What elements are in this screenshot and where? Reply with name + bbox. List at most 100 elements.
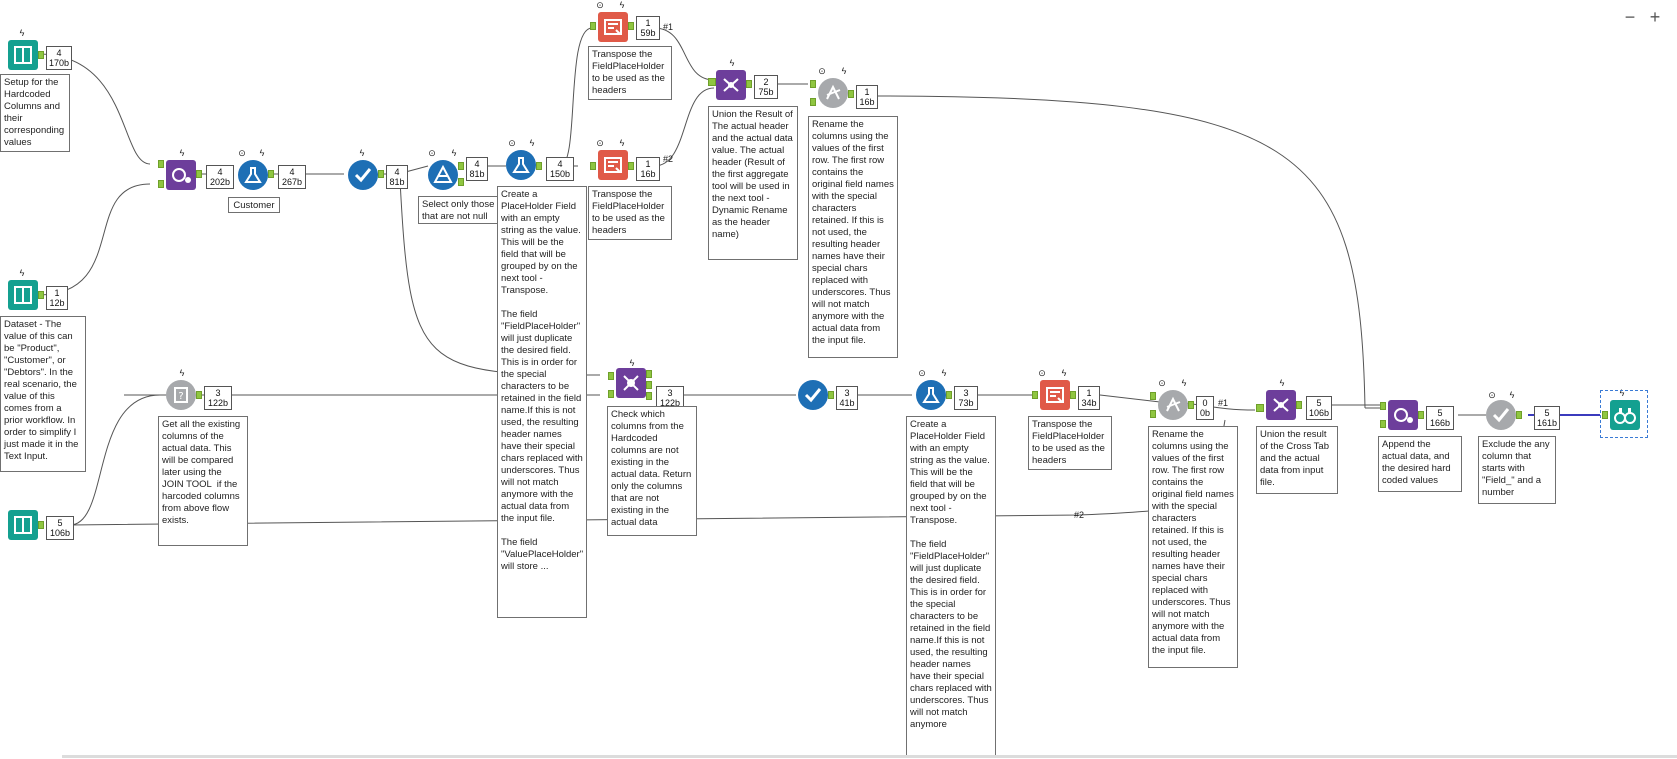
text-input-icon: [14, 286, 32, 304]
output-anchor[interactable]: [196, 170, 202, 178]
output-anchor[interactable]: [1516, 411, 1522, 419]
union-icon: [723, 78, 739, 92]
join-tool[interactable]: [616, 368, 646, 398]
annotation-rename-lower: Rename the columns using the values of t…: [1148, 426, 1238, 668]
annotation-customer: Customer: [228, 197, 280, 213]
input-anchor[interactable]: [1150, 410, 1156, 418]
dynamic-input-icon: [172, 168, 191, 183]
annotation-filter: Select only those that are not null: [418, 196, 500, 224]
bolt-icon: ⊙: [1038, 368, 1046, 378]
output-anchor[interactable]: [946, 391, 952, 399]
field-info-icon: ?: [174, 387, 188, 403]
join-icon: [623, 375, 639, 391]
true-anchor[interactable]: [458, 162, 464, 170]
text-input-tool-hardcoded[interactable]: [8, 40, 38, 70]
bolt-icon: ϟ: [529, 138, 535, 148]
horizontal-scrollbar[interactable]: [62, 755, 1677, 758]
right-output-anchor[interactable]: [646, 392, 652, 400]
transpose-tool-bottom[interactable]: [598, 150, 628, 180]
zoom-out-button[interactable]: −: [1624, 7, 1636, 27]
input-anchor[interactable]: [708, 78, 716, 86]
source-input-anchor[interactable]: [1380, 420, 1386, 428]
input-anchor[interactable]: [810, 80, 816, 88]
field-info-tool[interactable]: ?: [166, 380, 196, 410]
dynamic-rename-tool-top[interactable]: [818, 78, 848, 108]
false-anchor[interactable]: [458, 178, 464, 186]
output-anchor[interactable]: [746, 80, 752, 88]
input-anchor[interactable]: [590, 162, 596, 170]
annotation-join: Check which columns from the Hardcoded c…: [607, 406, 697, 536]
wire-tag: #2: [1074, 510, 1085, 520]
output-anchor[interactable]: [536, 162, 542, 170]
input-anchor[interactable]: [1602, 411, 1608, 419]
formula-icon: [922, 387, 940, 403]
filter-tool[interactable]: [428, 160, 458, 190]
join-output-anchor[interactable]: [646, 381, 652, 389]
output-anchor[interactable]: [628, 22, 634, 30]
annotation-transpose-bottom: Transpose the FieldPlaceHolder to be use…: [588, 186, 672, 240]
transpose-icon: [604, 157, 622, 173]
bolt-icon: ϟ: [179, 368, 185, 378]
dynamic-select-tool[interactable]: [1486, 400, 1516, 430]
zoom-in-button[interactable]: +: [1649, 7, 1661, 27]
wire-tag: #2: [663, 154, 674, 164]
formula-tool-customer[interactable]: [238, 160, 268, 190]
transpose-tool-lower[interactable]: [1040, 380, 1070, 410]
bolt-icon: ϟ: [19, 28, 25, 38]
input-anchor[interactable]: [1150, 392, 1156, 400]
formula-tool-placeholder-1[interactable]: [506, 150, 536, 180]
dynamic-input-tool[interactable]: [166, 160, 196, 190]
output-anchor[interactable]: [628, 162, 634, 170]
input-anchor[interactable]: [1032, 391, 1038, 399]
select-tool-1[interactable]: [348, 160, 378, 190]
output-anchor[interactable]: [828, 391, 834, 399]
text-input-icon: [14, 46, 32, 64]
output-anchor[interactable]: [196, 391, 202, 399]
bolt-icon: ⊙: [508, 138, 516, 148]
input-anchor[interactable]: [1256, 404, 1264, 412]
bolt-icon: ϟ: [1279, 378, 1285, 388]
input-anchor[interactable]: [158, 160, 164, 168]
text-input-tool-dataset[interactable]: [8, 280, 38, 310]
union-tool-lower[interactable]: [1266, 390, 1296, 420]
formula-tool-placeholder-2[interactable]: [916, 380, 946, 410]
input-anchor[interactable]: [810, 98, 816, 106]
append-fields-tool[interactable]: [1388, 400, 1418, 430]
output-anchor[interactable]: [848, 90, 854, 98]
bolt-icon: ϟ: [1181, 378, 1187, 388]
output-anchor[interactable]: [1070, 391, 1076, 399]
bolt-icon: ϟ: [19, 268, 25, 278]
dynamic-rename-tool-lower[interactable]: [1158, 390, 1188, 420]
select-tool-2[interactable]: [798, 380, 828, 410]
union-tool-top[interactable]: [716, 70, 746, 100]
output-anchor[interactable]: [268, 170, 274, 178]
right-input-anchor[interactable]: [608, 390, 614, 398]
output-anchor[interactable]: [378, 170, 384, 178]
output-anchor[interactable]: [38, 521, 44, 529]
output-anchor[interactable]: [1296, 401, 1302, 409]
browse-icon: [1614, 408, 1636, 424]
annotation-union-top: Union the Result of The actual header an…: [708, 106, 798, 260]
output-anchor[interactable]: [1418, 411, 1424, 419]
left-input-anchor[interactable]: [608, 372, 614, 380]
transpose-tool-top[interactable]: [598, 12, 628, 42]
input-anchor[interactable]: [590, 22, 596, 30]
output-anchor[interactable]: [1188, 401, 1194, 409]
input-anchor[interactable]: [158, 180, 164, 188]
left-output-anchor[interactable]: [646, 370, 652, 378]
append-fields-icon: [1394, 408, 1413, 423]
browse-tool[interactable]: [1610, 400, 1640, 430]
output-anchor[interactable]: [38, 51, 44, 59]
text-input-tool-actual[interactable]: [8, 510, 38, 540]
output-anchor[interactable]: [38, 291, 44, 299]
target-input-anchor[interactable]: [1380, 402, 1386, 410]
bolt-icon: ⊙: [596, 0, 604, 10]
